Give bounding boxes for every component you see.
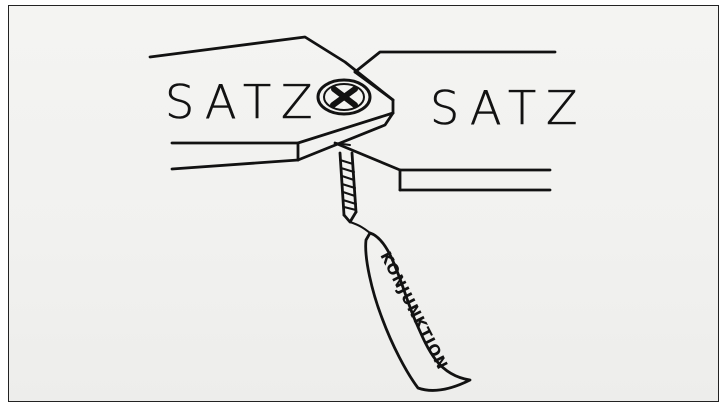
left-board-label: SATZ: [165, 75, 323, 129]
label-tag: KONJUNKTION: [366, 233, 470, 390]
screw-shaft: [340, 153, 356, 222]
tag-label: KONJUNKTION: [376, 249, 451, 373]
right-board-label: SATZ: [430, 81, 588, 135]
tag-string: [350, 222, 370, 233]
screw-icon: [318, 80, 370, 114]
